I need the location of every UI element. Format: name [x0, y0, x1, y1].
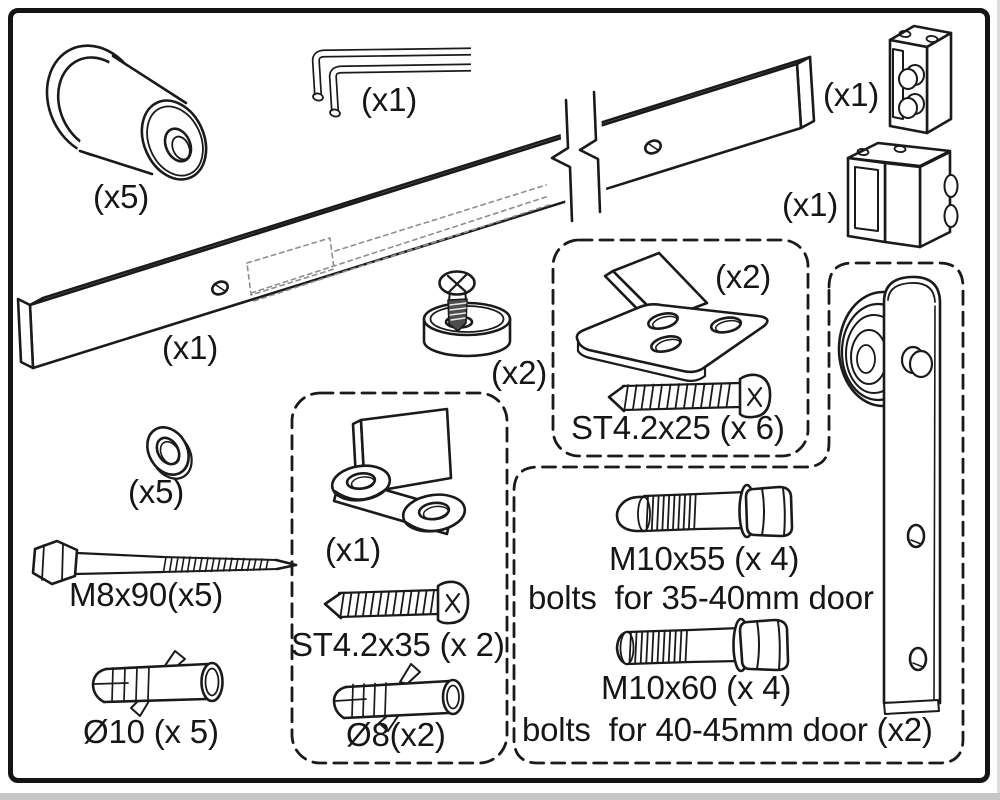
- diagram-border: [8, 8, 990, 783]
- m10x55-bolt-drawing: [615, 483, 794, 539]
- track-stopper-top-drawing: [888, 24, 953, 135]
- m8x90-screw-drawing: [31, 539, 298, 586]
- bolt60-note-label: bolts for 40-45mm door (x2): [522, 711, 933, 748]
- anchor8-label: Ø8(x2): [346, 716, 446, 753]
- door-stop-bracket-drawing: [575, 251, 769, 382]
- group-boxes: [290, 238, 965, 765]
- rail-qty-label: (x1): [162, 329, 219, 366]
- anchor10-label: Ø10 (x 5): [83, 713, 219, 750]
- anti-jump-screws-label: ST4.2x35 (x 2): [291, 626, 505, 663]
- door-stop-screws-label: ST4.2x25 (x 6): [571, 409, 785, 446]
- track-stopper-side-drawing: [846, 141, 959, 249]
- group-box-anti-jump: [290, 391, 509, 765]
- hex-keys-drawing: [311, 47, 472, 118]
- bolt55-note-label: bolts for 35-40mm door: [528, 579, 874, 616]
- washer-qty-label: (x5): [128, 473, 185, 510]
- o10-anchor-drawing: [91, 650, 224, 717]
- m10x60-bolt-drawing: [615, 617, 790, 673]
- st4235-screw-drawing: [323, 580, 470, 625]
- o8-anchor-drawing: [332, 663, 465, 732]
- st4225-screw-drawing: [607, 373, 772, 419]
- group-box-door-stop: [551, 238, 810, 458]
- track-stopper-bottom-qty-label: (x1): [782, 186, 839, 223]
- track-stopper-top-qty-label: (x1): [823, 76, 880, 113]
- lag-screw-label: M8x90(x5): [69, 576, 224, 613]
- anti-jump-qty-label: (x1): [325, 531, 382, 568]
- bolt60-label: M10x60 (x 4): [601, 669, 792, 706]
- bolt55-label: M10x55 (x 4): [609, 540, 800, 577]
- washer-drawing: [146, 426, 193, 480]
- door-stop-qty-label: (x2): [715, 258, 772, 295]
- anti-jump-guide-drawing: [330, 407, 467, 536]
- hanger-roller-drawing: [837, 275, 942, 715]
- page-edge-bottom: [0, 793, 1000, 800]
- rail-hidden-lines: [246, 184, 553, 302]
- floor-spacer-screw-drawing: [422, 270, 512, 358]
- page-edge-right: [997, 0, 1000, 800]
- rail-drawing: [16, 55, 816, 370]
- hex-keys-qty-label: (x1): [361, 81, 418, 118]
- wall-spacer-qty-label: (x5): [93, 178, 150, 215]
- wall-spacer-drawing: [45, 44, 208, 181]
- floor-spacer-qty-label: (x2): [491, 354, 548, 391]
- group-box-hanger-bolts: [512, 261, 965, 765]
